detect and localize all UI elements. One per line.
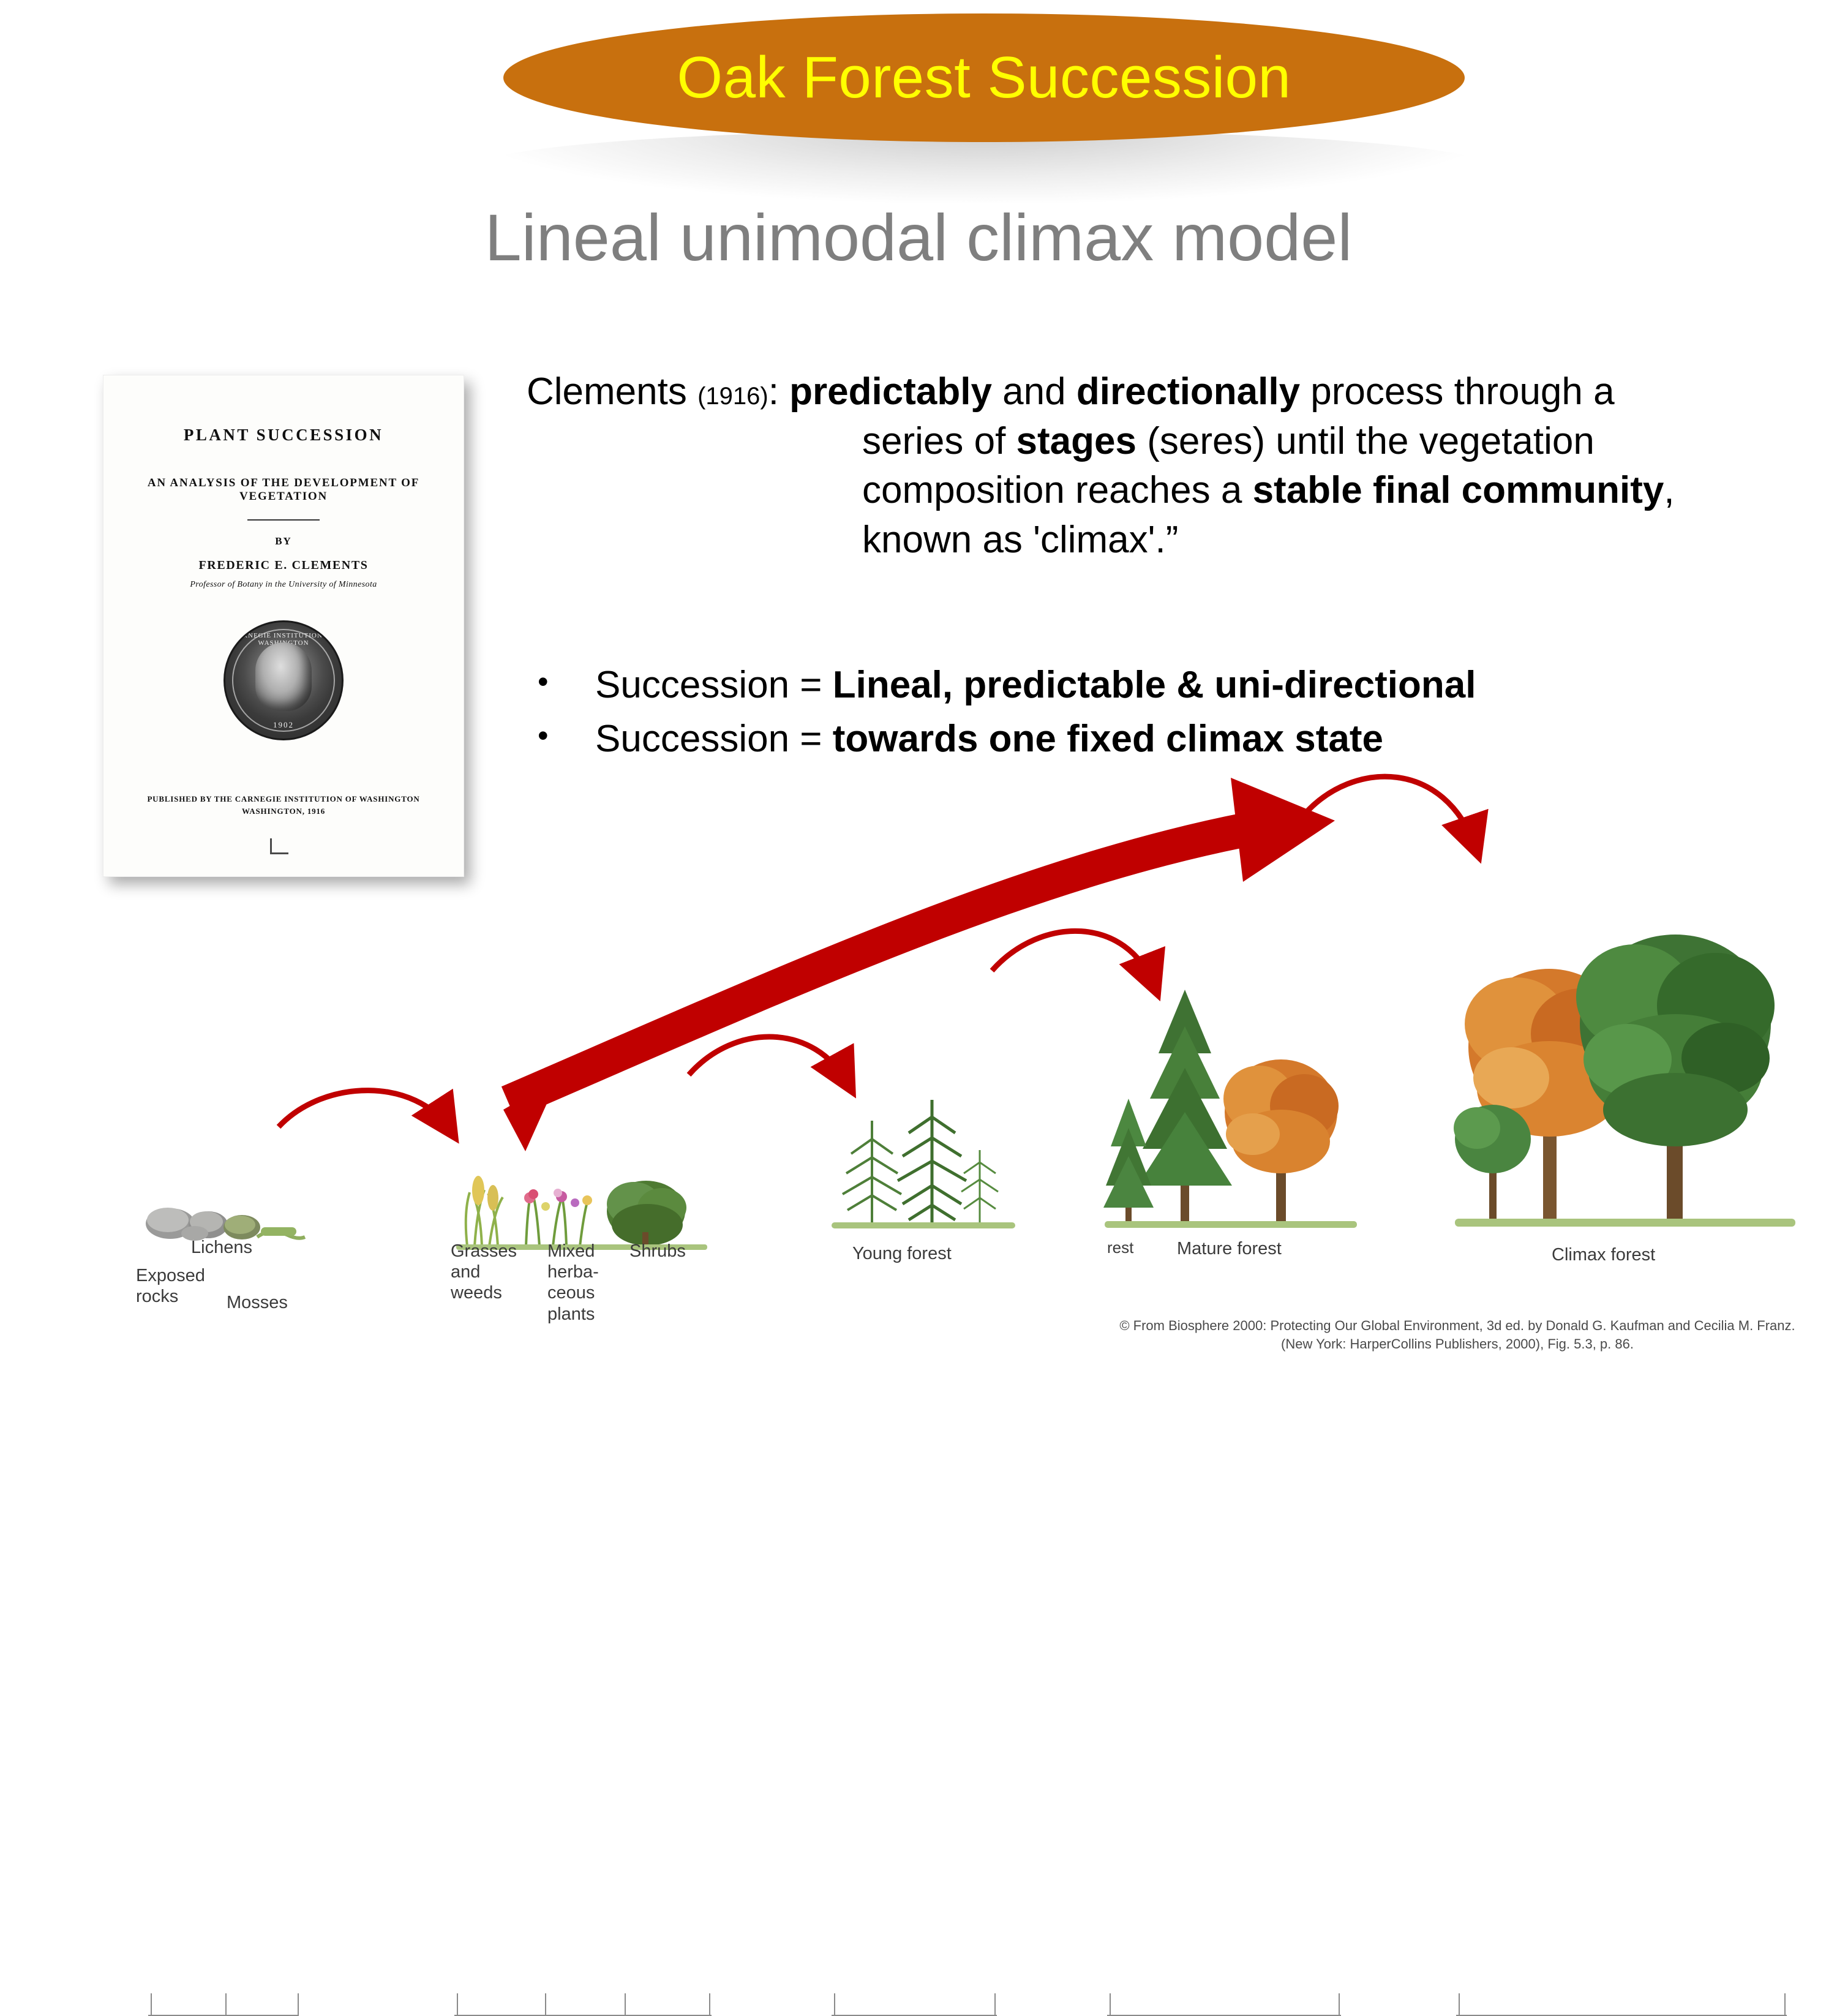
body-bold-stable-final-community: stable final community (1252, 469, 1664, 512)
carnegie-seal-icon: CARNEGIE INSTITUTION OF WASHINGTON 1902 (224, 620, 344, 740)
label-climax-forest: Climax forest (1552, 1245, 1656, 1265)
label-mixed-herbaceous-plants: Mixed herba- ceous plants (547, 1241, 599, 1324)
body-line2-tail: (seres) until the vegetation (1136, 419, 1595, 462)
seal-year-text: 1902 (273, 720, 294, 729)
label-lichens: Lichens (191, 1238, 252, 1257)
tick-young-forest-end (994, 1993, 996, 2015)
slide-title: Oak Forest Succession (677, 45, 1291, 110)
bullet2-plain: Succession = (595, 718, 833, 761)
tick-mixed (545, 1993, 546, 2015)
body-line3-tail: , (1664, 469, 1675, 512)
bullet-marker-icon: • (538, 718, 549, 753)
body-composition: composition reaches a (862, 469, 1253, 512)
book-publisher-line2: WASHINGTON, 1916 (241, 806, 326, 816)
caption-line-2: (New York: HarperCollins Publishers, 200… (1281, 1336, 1634, 1352)
succession-diagram (0, 784, 1837, 2016)
climax-forest-illustration (1454, 935, 1795, 1227)
tick-grasses (457, 1993, 458, 2015)
label-young-forest: Young forest (852, 1244, 952, 1263)
young-forest-illustration (832, 1100, 1015, 1228)
label-mosses: Mosses (227, 1293, 288, 1312)
label-exposed-rocks: Exposed rocks (136, 1266, 205, 1307)
book-publisher: PUBLISHED BY THE CARNEGIE INSTITUTION OF… (103, 793, 464, 818)
caption-line-1: © From Biosphere 2000: Protecting Our Gl… (1119, 1318, 1795, 1333)
book-cover-figure: PLANT SUCCESSION AN ANALYSIS OF THE DEVE… (103, 375, 464, 877)
tick-young-forest-start (834, 1993, 835, 2015)
label-grasses-and-weeds: Grasses and weeds (451, 1241, 517, 1303)
body-bold-directionally: directionally (1076, 370, 1301, 413)
bullet-item-2: • Succession = towards one fixed climax … (527, 712, 1800, 766)
tick-shrubs-end (709, 1993, 710, 2015)
book-subtitle: AN ANALYSIS OF THE DEVELOPMENT OF VEGETA… (147, 476, 420, 503)
body-line-2: series of stages (seres) until the veget… (527, 417, 1800, 467)
body-clements-name: Clements (527, 370, 698, 413)
bullet2-bold: towards one fixed climax state (832, 718, 1384, 761)
body-year: (1916) (697, 383, 768, 410)
tick-mature-start (1110, 1993, 1111, 2015)
body-colon: : (768, 370, 790, 413)
label-mature-forest: Mature forest (1177, 1239, 1282, 1258)
book-divider-rule (247, 519, 320, 521)
body-line-3: composition reaches a stable final commu… (527, 466, 1800, 516)
body-line-4: known as 'climax'.” (862, 518, 1179, 561)
title-banner: Oak Forest Succession (479, 13, 1489, 203)
seal-portrait-icon (255, 642, 312, 711)
tick-climax-end (1784, 1993, 1786, 2015)
body-bold-stages: stages (1016, 419, 1136, 462)
rocks-illustration (146, 1208, 306, 1241)
grass-shrub-illustration (456, 1176, 707, 1250)
source-caption: © From Biosphere 2000: Protecting Our Gl… (1084, 1317, 1831, 1354)
body-and: and (991, 370, 1076, 413)
book-author: FREDERIC E. CLEMENTS (198, 559, 369, 572)
tick-mosses (298, 1993, 299, 2015)
page-heading: Lineal unimodal climax model (484, 200, 1353, 274)
bullet-marker-icon: • (538, 664, 549, 699)
body-line1-tail: process through a (1300, 370, 1615, 413)
book-cover-page: PLANT SUCCESSION AN ANALYSIS OF THE DEVE… (103, 375, 464, 877)
book-publisher-line1: PUBLISHED BY THE CARNEGIE INSTITUTION OF… (147, 794, 420, 803)
book-by-label: BY (275, 535, 292, 547)
bullet1-plain: Succession = (595, 664, 833, 706)
bullet-list: • Succession = Lineal, predictable & uni… (527, 658, 1800, 766)
body-bold-predictably: predictably (789, 370, 992, 413)
label-mature-forest-cut: rest (1107, 1238, 1134, 1257)
book-page-fold-mark (270, 838, 288, 854)
tick-exposed-rocks (151, 1993, 152, 2015)
tick-climax-start (1459, 1993, 1460, 2015)
mature-forest-illustration (1103, 990, 1357, 1228)
body-series-of: series of (862, 419, 1016, 462)
bullet-text-2: Succession = towards one fixed climax st… (595, 712, 1800, 766)
title-ellipse-shape: Oak Forest Succession (503, 13, 1465, 142)
book-affiliation: Professor of Botany in the University of… (190, 580, 377, 589)
tick-shrubs (625, 1993, 626, 2015)
bullet1-bold: Lineal, predictable & uni-directional (832, 664, 1476, 706)
tick-lichens (225, 1993, 227, 2015)
bullet-item-1: • Succession = Lineal, predictable & uni… (527, 658, 1800, 712)
body-line-1: Clements (1916): predictably and directi… (527, 367, 1800, 417)
tick-mature-end (1339, 1993, 1340, 2015)
bullet-text-1: Succession = Lineal, predictable & uni-d… (595, 658, 1800, 712)
label-shrubs: Shrubs (629, 1241, 686, 1261)
body-paragraph: Clements (1916): predictably and directi… (527, 367, 1800, 565)
book-title: PLANT SUCCESSION (183, 426, 384, 444)
